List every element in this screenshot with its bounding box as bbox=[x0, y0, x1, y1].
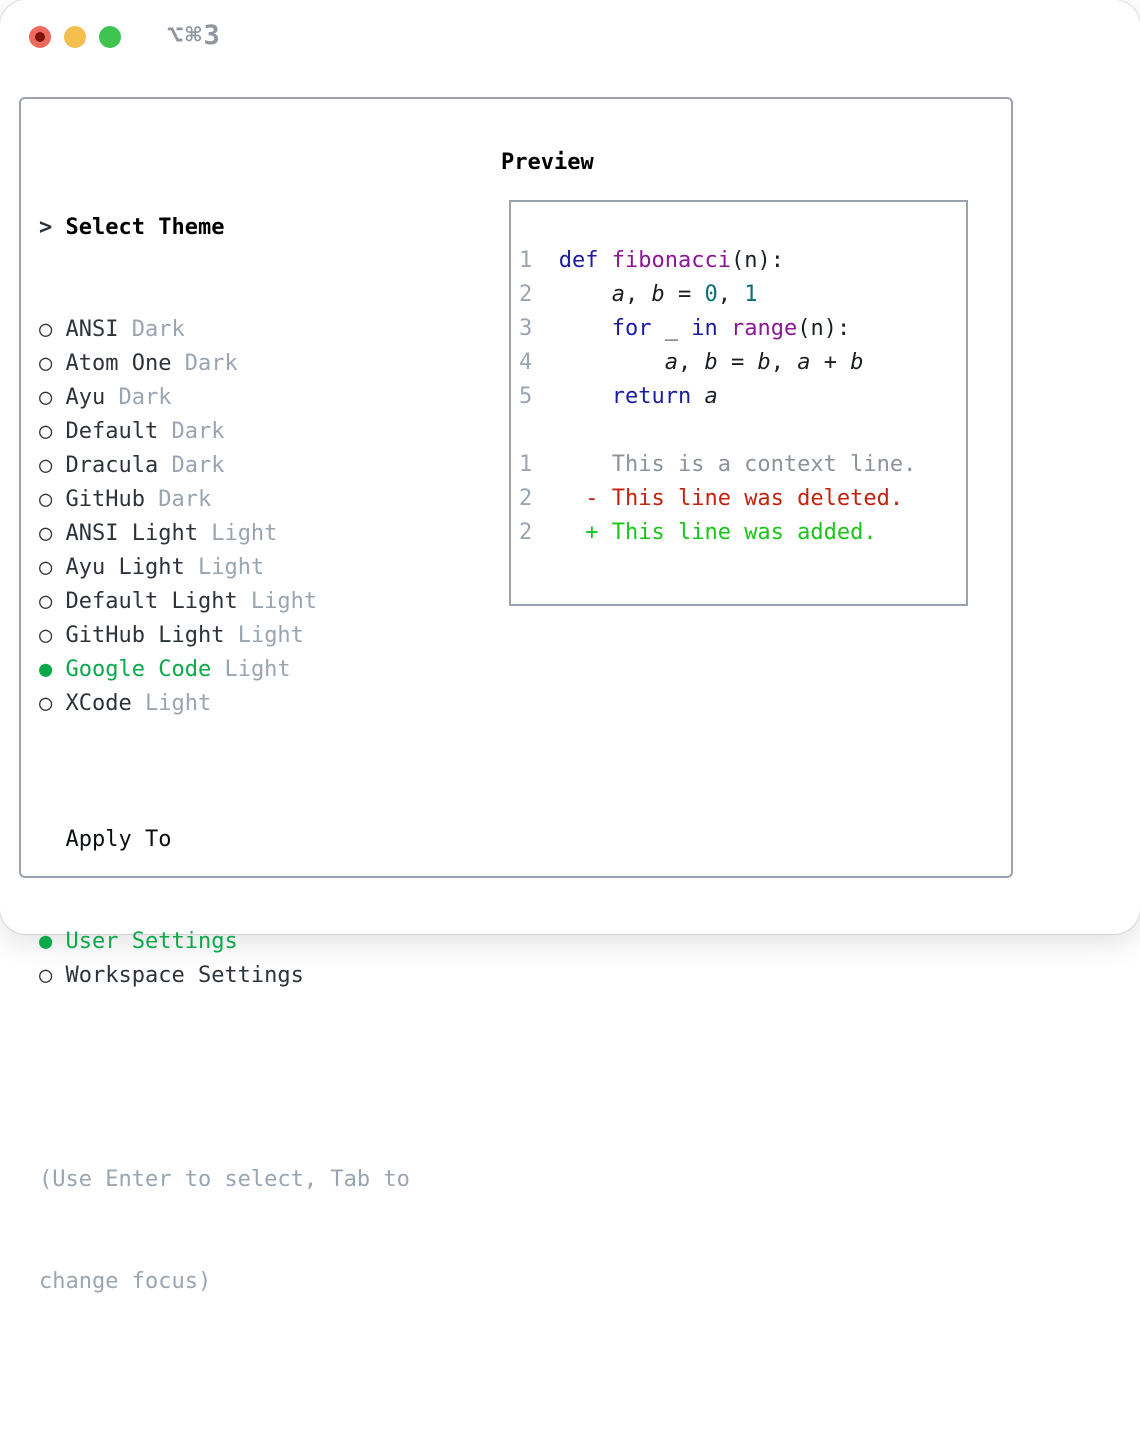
diff-preview: 1 This is a context line. 2 - This line w… bbox=[519, 448, 966, 550]
minimize-button[interactable] bbox=[64, 26, 86, 48]
radio-unselected-icon: ○ bbox=[39, 419, 66, 444]
theme-variant-label: Dark bbox=[158, 419, 225, 444]
line-number: 4 bbox=[519, 350, 559, 375]
option-label: Default bbox=[65, 419, 159, 444]
diff-line: 1 This is a context line. bbox=[519, 452, 917, 477]
line-number: 1 bbox=[519, 248, 559, 273]
option-label: ANSI Light bbox=[65, 521, 198, 546]
theme-option-ayu-light[interactable]: ○ Ayu Light Light bbox=[39, 551, 489, 585]
radio-unselected-icon: ○ bbox=[39, 453, 66, 478]
theme-picker-panel: > Select Theme ○ ANSI Dark○ Atom One Dar… bbox=[19, 97, 1013, 1294]
code-line: 4 a, b = b, a + b bbox=[519, 350, 864, 375]
theme-variant-label: Light bbox=[184, 555, 265, 580]
apply-to-list: ● User Settings○ Workspace Settings bbox=[39, 925, 489, 993]
radio-unselected-icon: ○ bbox=[39, 691, 66, 716]
line-number: 5 bbox=[519, 384, 559, 409]
line-number: 2 bbox=[519, 520, 559, 545]
preview-title: Preview bbox=[501, 150, 594, 175]
theme-option-dracula[interactable]: ○ Dracula Dark bbox=[39, 449, 489, 483]
option-label: User Settings bbox=[65, 929, 238, 954]
option-label: Ayu Light bbox=[65, 555, 185, 580]
radio-unselected-icon: ○ bbox=[39, 317, 66, 342]
apply-option-workspace-settings[interactable]: ○ Workspace Settings bbox=[39, 959, 489, 993]
radio-unselected-icon: ○ bbox=[39, 521, 66, 546]
theme-option-atom-one[interactable]: ○ Atom One Dark bbox=[39, 347, 489, 381]
help-text: (Use Enter to select, Tab to change focu… bbox=[39, 1095, 489, 1367]
theme-option-google-code[interactable]: ● Google Code Light bbox=[39, 653, 489, 687]
zoom-button[interactable] bbox=[99, 26, 121, 48]
radio-unselected-icon: ○ bbox=[39, 555, 66, 580]
title-bar: ⌥⌘3 bbox=[0, 0, 1140, 75]
diff-line: 2 + This line was added. bbox=[519, 520, 877, 545]
option-label: Workspace Settings bbox=[65, 963, 304, 988]
cursor-arrow-icon: > bbox=[39, 215, 66, 240]
traffic-lights bbox=[29, 26, 121, 48]
theme-variant-label: Light bbox=[131, 691, 212, 716]
radio-unselected-icon: ○ bbox=[39, 623, 66, 648]
theme-variant-label: Light bbox=[224, 623, 304, 648]
option-label: XCode bbox=[65, 691, 132, 716]
app-window: ⌥⌘3 > Select Theme ○ ANSI Dark○ Atom One… bbox=[0, 0, 1140, 1294]
window-title: ⌥⌘3 bbox=[167, 20, 222, 51]
theme-variant-label: Light bbox=[211, 657, 291, 682]
preview-pane: 1 def fibonacci(n): 2 a, b = 0, 1 3 for _ … bbox=[509, 200, 968, 606]
theme-option-default[interactable]: ○ Default Dark bbox=[39, 415, 489, 449]
option-label: Atom One bbox=[65, 351, 172, 376]
option-label: GitHub bbox=[65, 487, 145, 512]
theme-option-github[interactable]: ○ GitHub Dark bbox=[39, 483, 489, 517]
radio-unselected-icon: ○ bbox=[39, 385, 66, 410]
select-theme-title: Select Theme bbox=[65, 215, 225, 240]
help-line-1: (Use Enter to select, Tab to bbox=[39, 1167, 410, 1192]
theme-variant-label: Dark bbox=[118, 317, 185, 342]
close-button[interactable] bbox=[29, 26, 51, 48]
option-label: Ayu bbox=[65, 385, 106, 410]
code-preview: 1 def fibonacci(n): 2 a, b = 0, 1 3 for _ … bbox=[519, 244, 966, 414]
apply-to-header: Apply To bbox=[65, 827, 172, 852]
radio-unselected-icon: ○ bbox=[39, 487, 66, 512]
theme-variant-label: Dark bbox=[171, 351, 238, 376]
line-number: 3 bbox=[519, 316, 559, 341]
theme-variant-label: Light bbox=[237, 589, 318, 614]
code-line: 2 a, b = 0, 1 bbox=[519, 282, 758, 307]
help-line-2: change focus) bbox=[39, 1269, 212, 1294]
line-number: 2 bbox=[519, 486, 559, 511]
preview-spacer bbox=[519, 414, 966, 448]
diff-line: 2 - This line was deleted. bbox=[519, 486, 904, 511]
theme-variant-label: Light bbox=[197, 521, 278, 546]
radio-selected-icon: ● bbox=[39, 657, 66, 682]
theme-option-xcode[interactable]: ○ XCode Light bbox=[39, 687, 489, 721]
option-label: ANSI bbox=[65, 317, 119, 342]
code-line: 3 for _ in range(n): bbox=[519, 316, 851, 341]
code-line: 1 def fibonacci(n): bbox=[519, 248, 784, 273]
select-theme-header: > Select Theme bbox=[39, 211, 489, 245]
theme-variant-label: Dark bbox=[158, 453, 225, 478]
theme-variant-label: Dark bbox=[144, 487, 212, 512]
option-label: Dracula bbox=[65, 453, 159, 478]
theme-option-ansi[interactable]: ○ ANSI Dark bbox=[39, 313, 489, 347]
theme-option-default-light[interactable]: ○ Default Light Light bbox=[39, 585, 489, 619]
code-line: 5 return a bbox=[519, 384, 718, 409]
option-label: GitHub Light bbox=[65, 623, 225, 648]
radio-selected-icon: ● bbox=[39, 929, 66, 954]
theme-variant-label: Dark bbox=[105, 385, 172, 410]
line-number: 2 bbox=[519, 282, 559, 307]
selector-column: > Select Theme ○ ANSI Dark○ Atom One Dar… bbox=[39, 143, 489, 1435]
line-number: 1 bbox=[519, 452, 559, 477]
radio-unselected-icon: ○ bbox=[39, 351, 66, 376]
theme-option-ayu[interactable]: ○ Ayu Dark bbox=[39, 381, 489, 415]
option-label: Google Code bbox=[65, 657, 212, 682]
apply-option-user-settings[interactable]: ● User Settings bbox=[39, 925, 489, 959]
theme-option-ansi-light[interactable]: ○ ANSI Light Light bbox=[39, 517, 489, 551]
radio-unselected-icon: ○ bbox=[39, 963, 66, 988]
option-label: Default Light bbox=[65, 589, 238, 614]
theme-list: ○ ANSI Dark○ Atom One Dark○ Ayu Dark○ De… bbox=[39, 313, 489, 721]
theme-option-github-light[interactable]: ○ GitHub Light Light bbox=[39, 619, 489, 653]
radio-unselected-icon: ○ bbox=[39, 589, 66, 614]
